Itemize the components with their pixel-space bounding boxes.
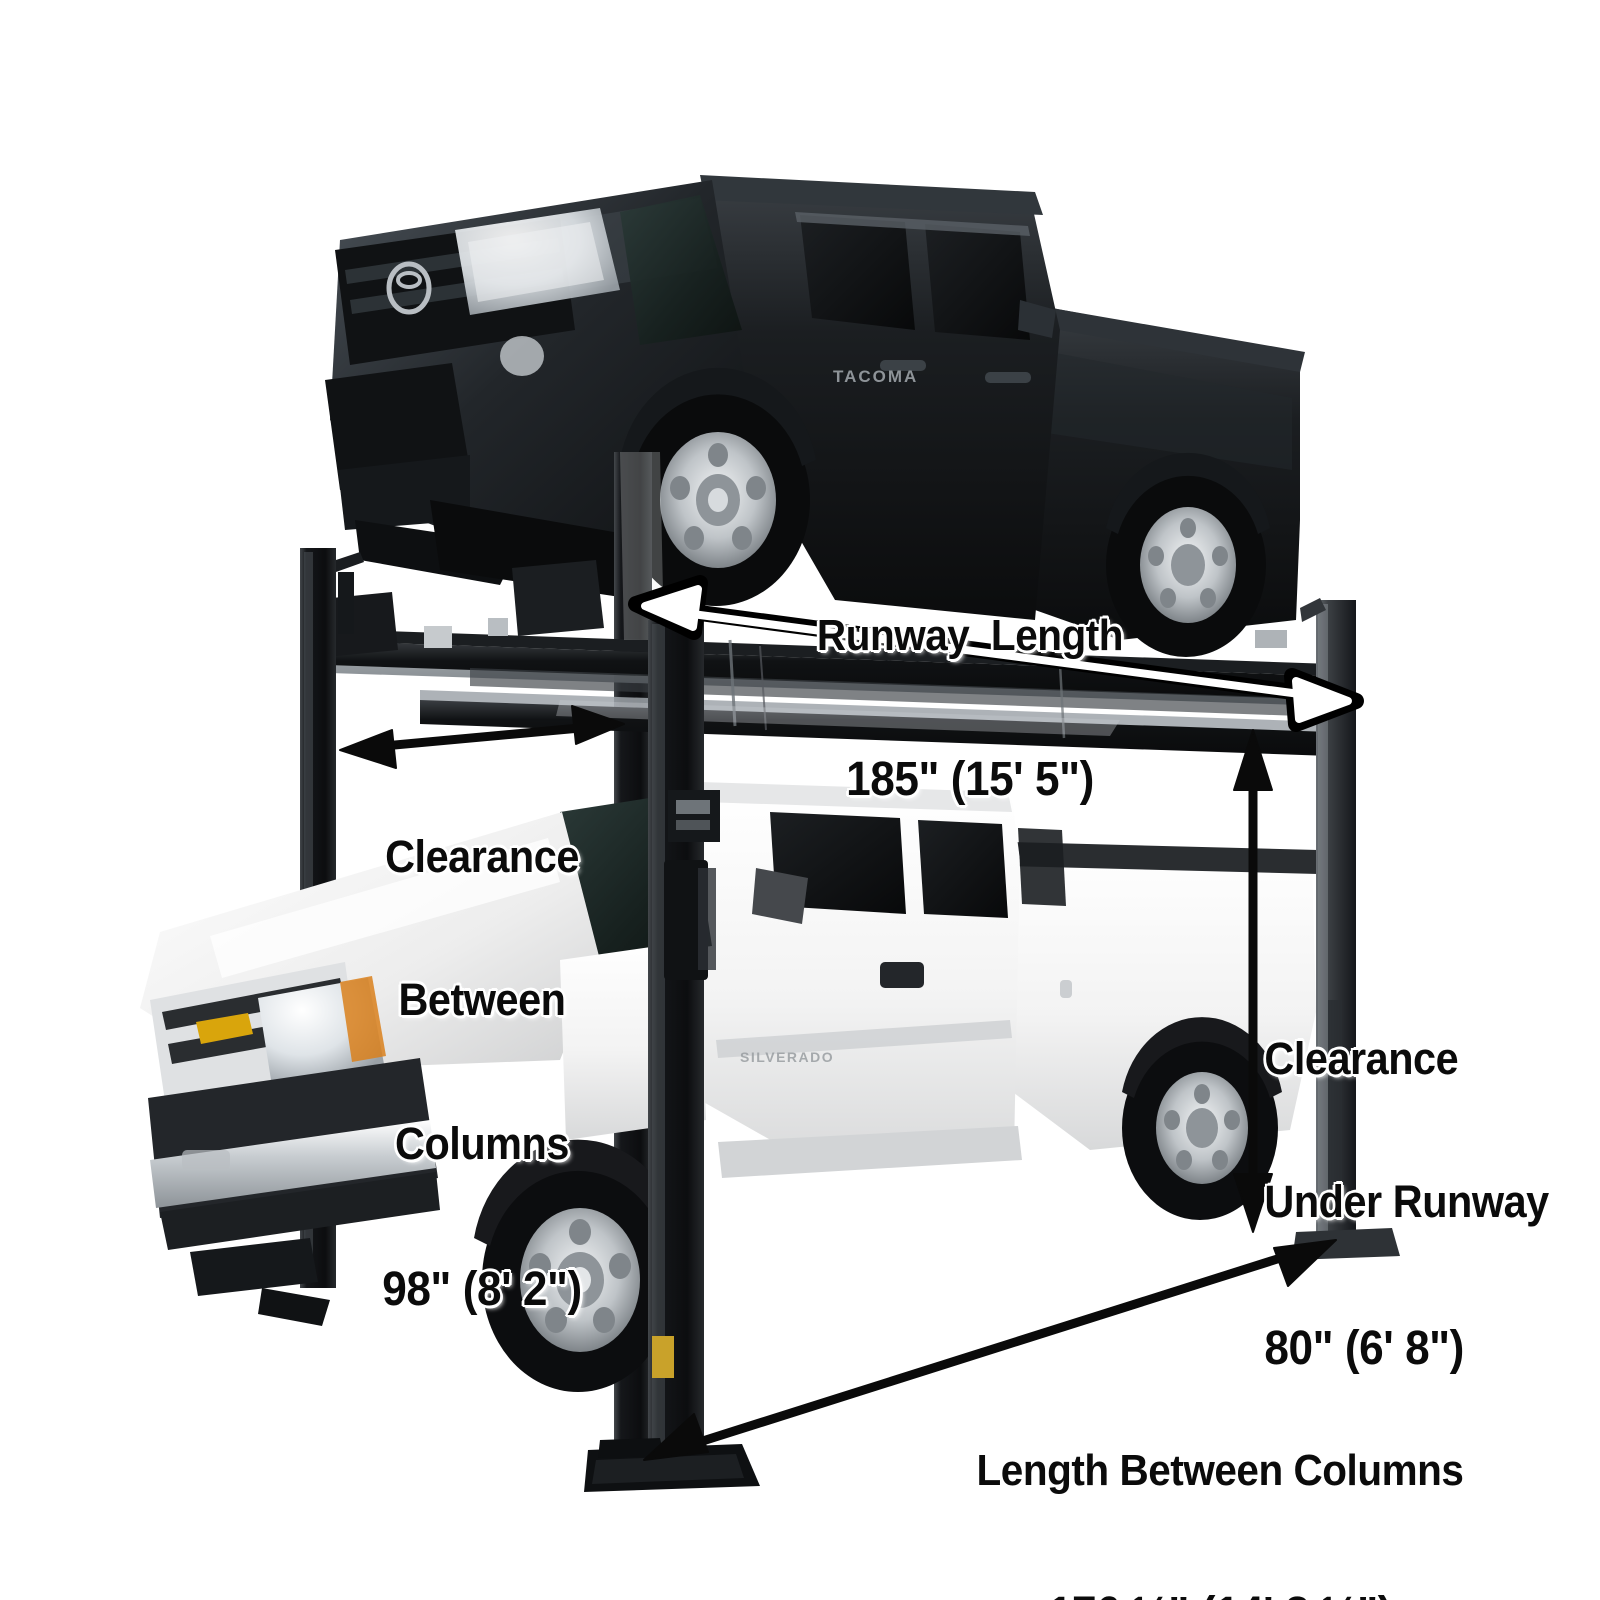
upper-truck-rear-wheel (1106, 473, 1266, 657)
svg-text:TACOMA: TACOMA (833, 367, 918, 386)
callout-cbc-line2: Between (398, 974, 566, 1026)
callout-length-between-columns: Length Between Columns 176 ½" (14' 8 ½") (976, 1355, 1464, 1600)
upper-black-truck: TACOMA (325, 175, 1305, 657)
callout-runway-length-value: 185" (15' 5") (846, 753, 1094, 807)
upper-truck-front-wheel (622, 394, 810, 606)
lower-truck-front-wheel (482, 1168, 674, 1392)
arrow-runway-length (628, 575, 1364, 732)
arrow-length-between-columns (643, 1239, 1337, 1461)
lower-white-truck: SILVERADO (140, 782, 1318, 1392)
svg-text:SILVERADO: SILVERADO (740, 1049, 834, 1065)
callout-clearance-between-columns: Clearance Between Columns 98" (8' 2") (344, 738, 620, 1411)
lift-front-center-column (584, 620, 760, 1492)
callout-runway-length: Runway Length 185" (15' 5") (777, 520, 1163, 899)
arrow-clearance-between-columns (339, 705, 625, 769)
arrow-clearance-under-runway (1233, 729, 1273, 1233)
callout-lbc-line1: Length Between Columns (976, 1446, 1464, 1496)
callout-cur-line2: Under Runway (1264, 1176, 1549, 1228)
callout-cbc-value: 98" (8' 2") (382, 1262, 582, 1316)
callout-clearance-under-runway: Clearance Under Runway 80" (6' 8") (1264, 940, 1595, 1470)
callout-runway-length-title: Runway Length (816, 611, 1124, 661)
callout-cbc-line1: Clearance (385, 831, 579, 883)
callout-cur-value: 80" (6' 8") (1264, 1321, 1464, 1375)
callout-cbc-line3: Columns (395, 1117, 569, 1169)
callout-cur-line1: Clearance (1264, 1033, 1459, 1085)
callout-lbc-value: 176 ½" (14' 8 ½") (976, 1589, 1464, 1600)
